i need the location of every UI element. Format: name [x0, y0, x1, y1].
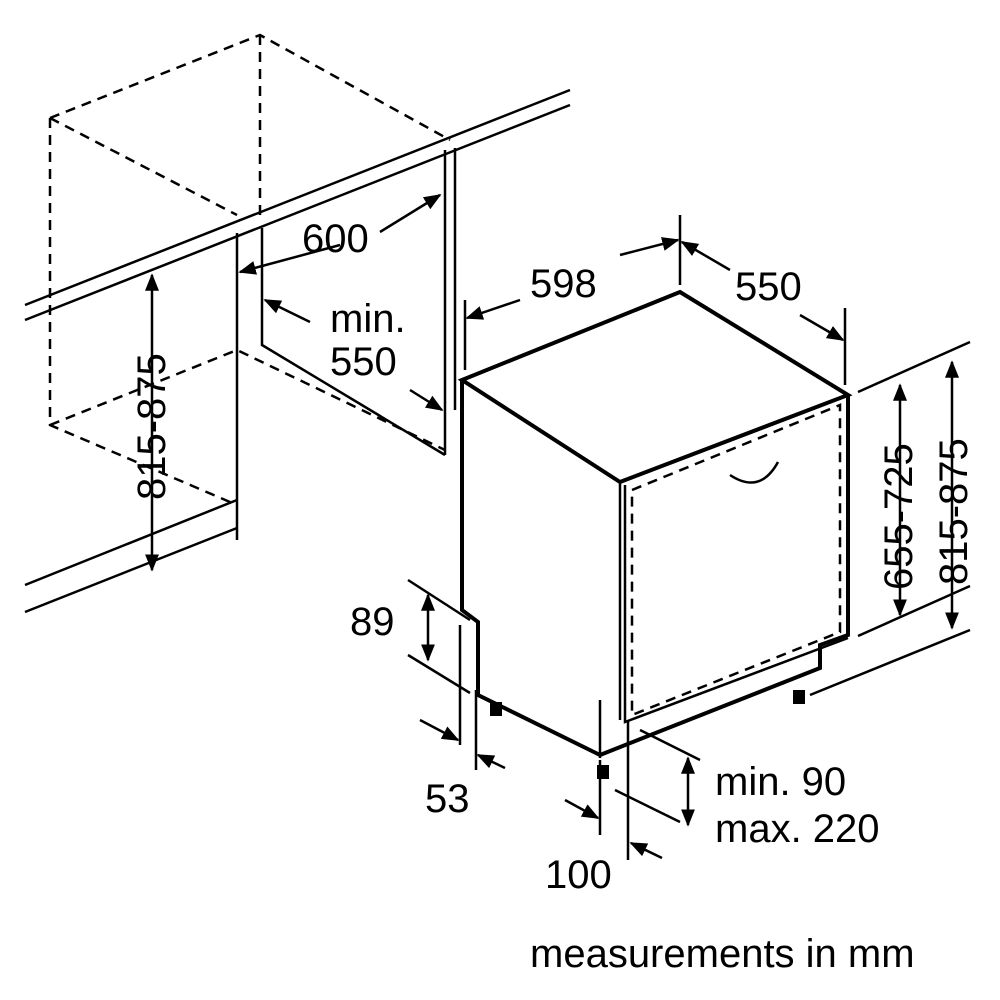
- appliance-width-label: 598: [530, 262, 597, 306]
- plinth-height-label: 89: [350, 600, 395, 644]
- footnote-units: measurements in mm: [530, 932, 915, 976]
- door-offset-label: 100: [545, 853, 612, 897]
- foot-right: [793, 690, 805, 704]
- niche-outline: [24, 148, 457, 614]
- plinth-gap-min-label: min. 90: [715, 760, 846, 804]
- plinth-gap-max-label: max. 220: [715, 807, 880, 851]
- door-height-label: 655-725: [877, 443, 921, 590]
- niche-height-label: 815-875: [932, 438, 976, 585]
- cabinet-depth-label-1: min.: [330, 297, 406, 341]
- wall-cabinet-outline: [48, 33, 451, 507]
- dimension-lines: [145, 193, 971, 860]
- cabinet-width-label: 600: [302, 217, 369, 261]
- plinth-setback-label: 53: [425, 777, 470, 821]
- foot-left: [490, 702, 502, 716]
- dishwasher: [457, 289, 853, 779]
- cabinet-height-label: 815-875: [130, 353, 174, 500]
- cabinet-depth-label-2: 550: [330, 340, 397, 384]
- countertop: [24, 88, 571, 322]
- appliance-depth-label: 550: [735, 265, 802, 309]
